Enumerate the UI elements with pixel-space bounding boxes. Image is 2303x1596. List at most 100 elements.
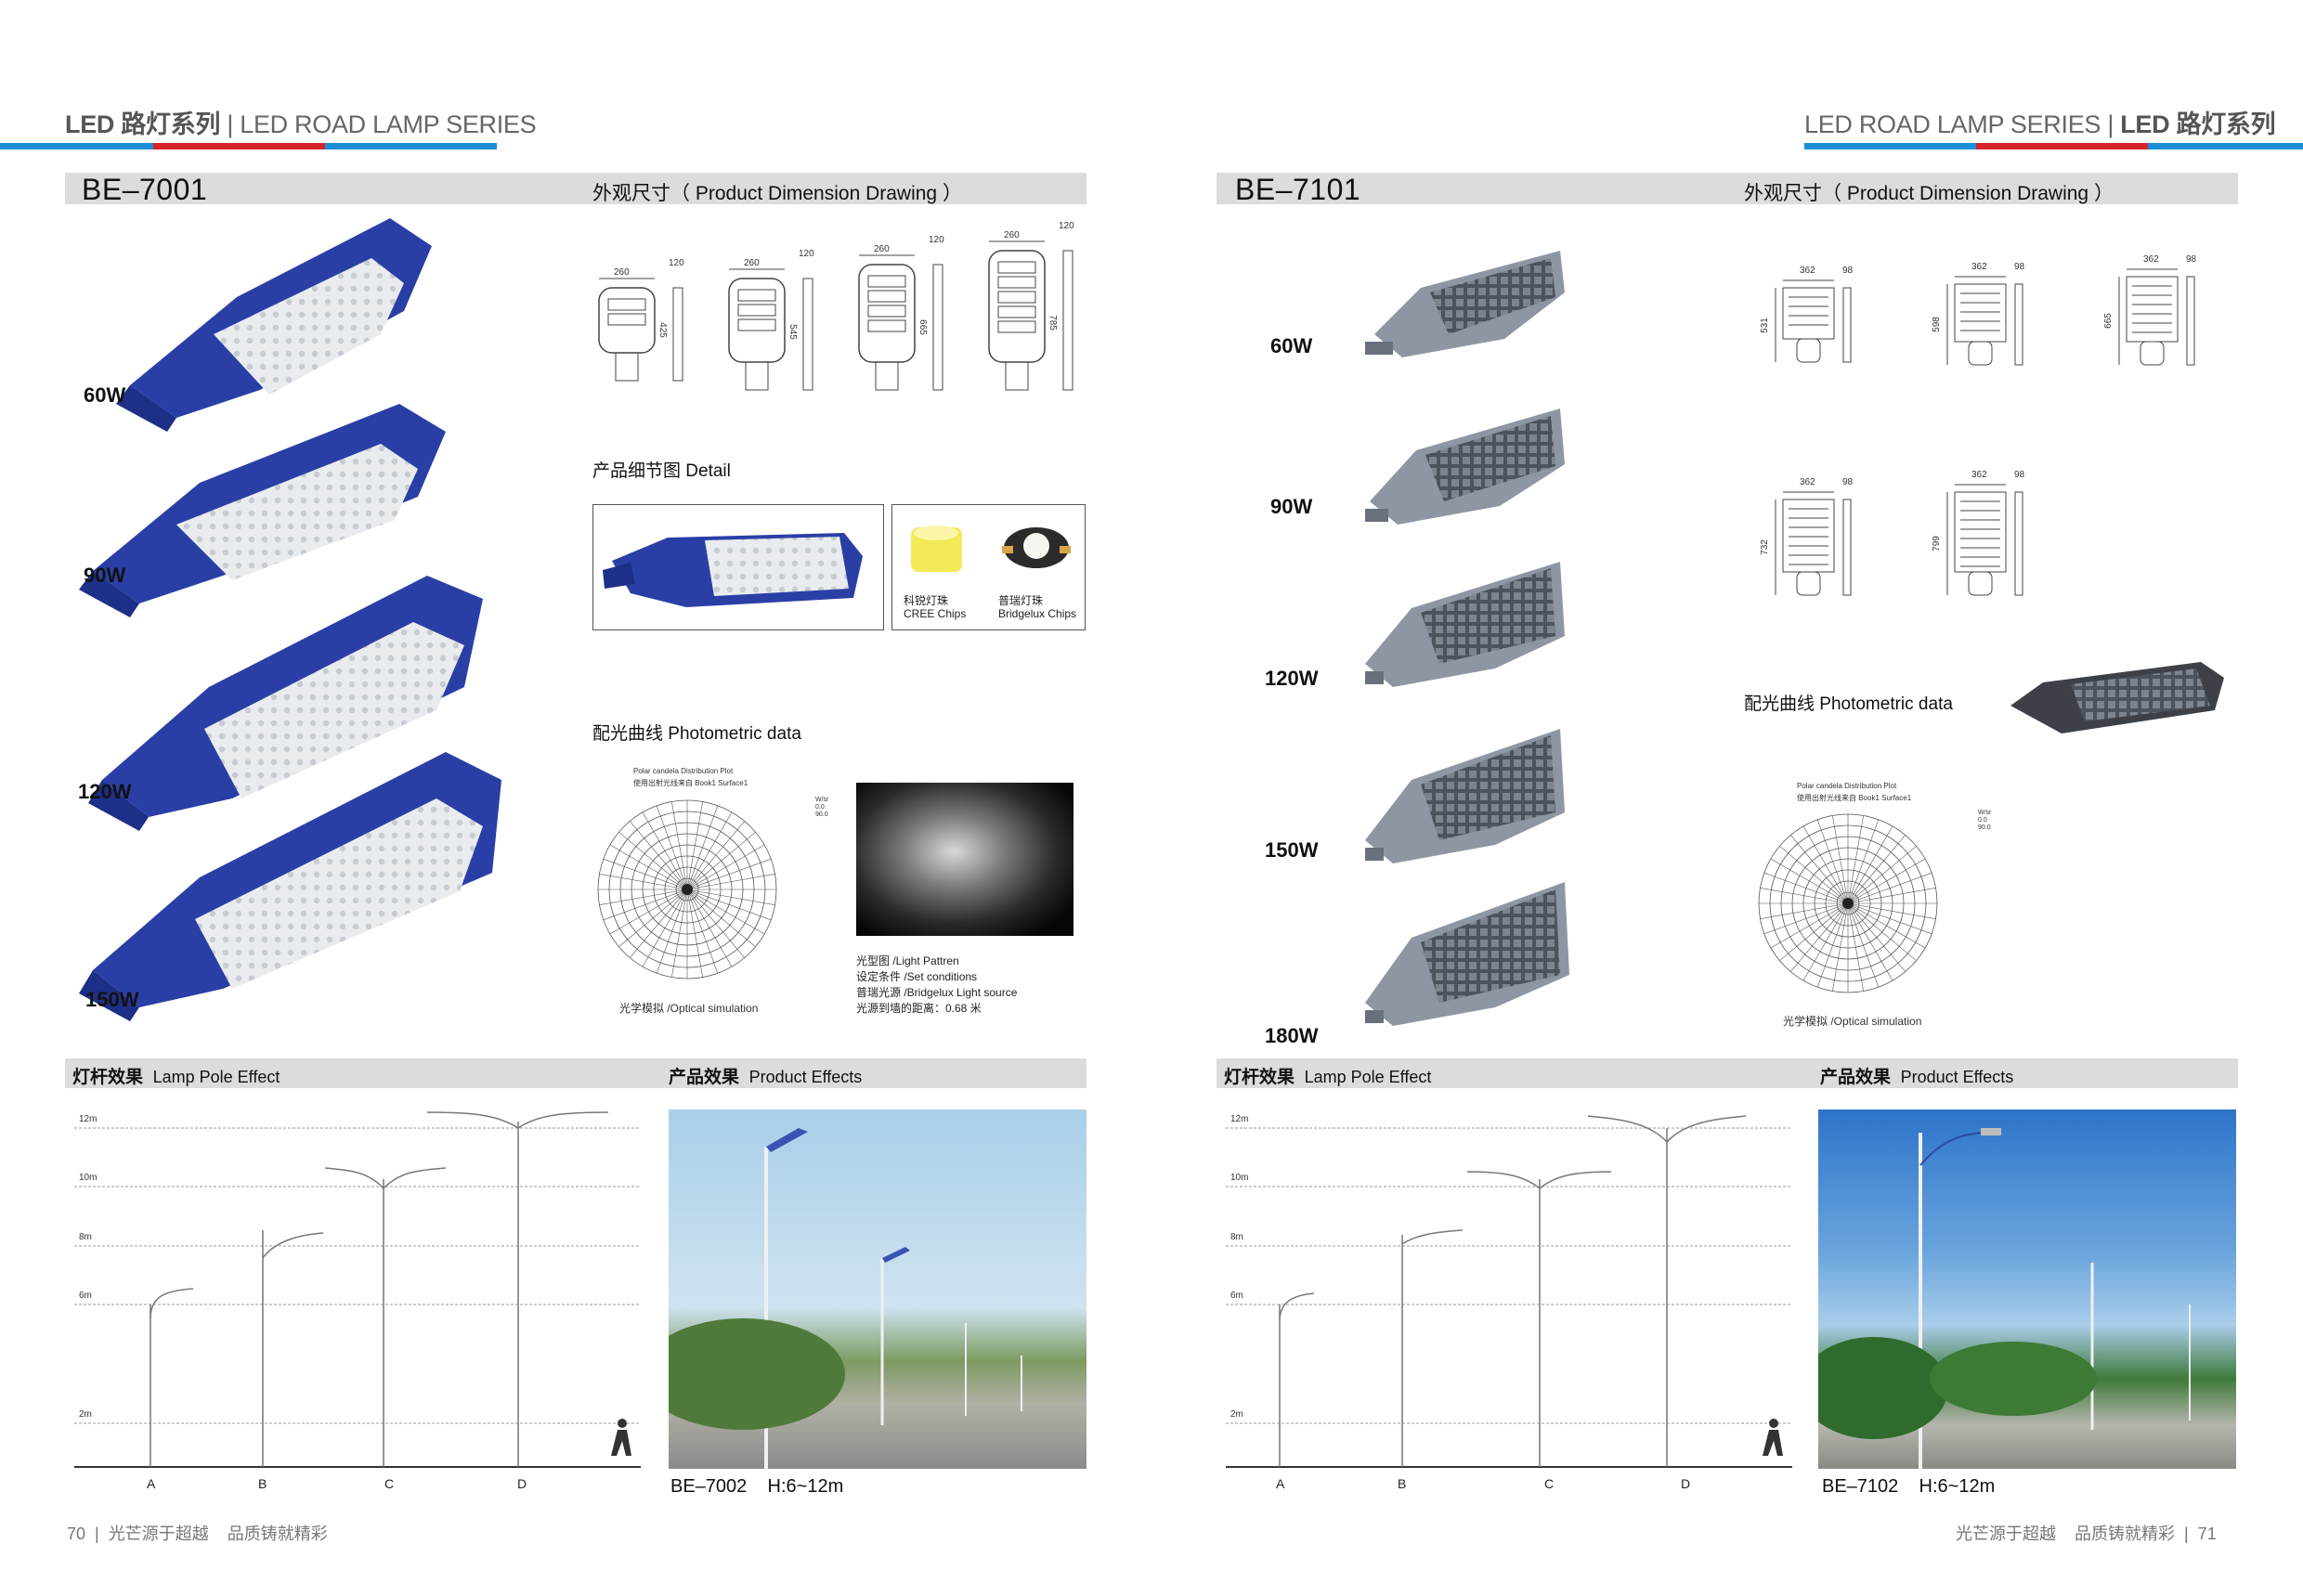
right-header-stripe-blue [1804,143,1976,149]
lamp-60w-image [116,218,432,432]
left-pole-title-en: Lamp Pole Effect [152,1068,280,1086]
left-effect-title-en: Product Effects [748,1068,863,1086]
right-header-en: LED ROAD LAMP SERIES [1804,110,2101,138]
right-dim-4-w: 362 [1800,477,1815,487]
left-detail-image-box [592,504,884,630]
left-photometric-title: 配光曲线 Photometric data [592,724,801,744]
right-effect-title-cn: 产品效果 [1820,1068,1892,1087]
right-dimension-title: 外观尺寸（ Product Dimension Drawing ） [1744,183,2114,204]
left-light-note-2: 设定条件 /Set conditions [856,970,978,983]
left-pole-label-a: A [147,1476,156,1491]
right-dim-5-h: 799 [1931,536,1942,551]
left-pole-chart-lines [74,1111,641,1468]
left-light-note-4: 光源到墙的距离：0.68 米 [856,1002,982,1015]
left-dim-1-w: 260 [614,267,630,278]
right-dim-drawing-4: 362 98 732 [1755,477,1867,616]
left-dim-3-d: 120 [929,235,944,245]
left-watt-60: 60W [84,383,126,407]
right-polar-title-2: 使用出射光线来自 Book1 Surface1 [1797,794,1912,802]
left-header-stripe-red [153,143,325,149]
left-pole-title: 灯杆效果 Lamp Pole Effect [72,1063,280,1088]
pedestrian-icon-left [611,1419,631,1456]
left-dim-4-w: 260 [1004,230,1020,240]
right-watt-120: 120W [1265,667,1319,690]
left-header-en: LED ROAD LAMP SERIES [240,110,537,138]
left-watt-150: 150W [85,988,139,1011]
right-dim-3-d: 98 [2186,254,2197,265]
left-dim-2-h: 545 [787,324,798,340]
cree-chip-en: CREE Chips [904,607,967,620]
left-dimension-title: 外观尺寸（ Product Dimension Drawing ） [592,183,962,204]
right-height-10m: 10m [1230,1173,1249,1183]
lamp-120w-gray-image [1365,562,1565,687]
right-watt-60: 60W [1270,334,1313,357]
left-dim-drawing-3: 260 120 665 [850,235,970,404]
lamp-150w-image [79,752,501,1021]
right-dim-1-w: 362 [1800,266,1815,276]
left-polar-legend-0: W/sr [815,797,829,803]
left-header-stripe-blue2 [325,143,497,149]
right-pole-title-cn: 灯杆效果 [1224,1068,1295,1087]
left-watt-90: 90W [84,564,126,587]
left-dim-3-w: 260 [874,244,890,254]
left-dim-4-d: 120 [1059,221,1074,231]
left-light-note-3: 普瑞光源 /Bridgelux Light source [856,986,1018,999]
right-header-sep: | [2107,110,2114,138]
right-watt-180: 180W [1265,1024,1319,1047]
right-dim-4-h: 732 [1759,539,1770,555]
right-header-title: LED ROAD LAMP SERIES | LED 路灯系列 [1804,104,2276,140]
left-height-8m: 8m [79,1232,92,1242]
right-polar-legend-1: 0.0 [1978,817,1987,824]
right-header-stripe-red [1976,143,2148,149]
left-dim-4-h: 785 [1047,315,1058,331]
right-dim-drawing-2: 362 98 598 [1927,262,2038,386]
left-height-6m: 6m [79,1291,92,1301]
right-dimension-drawings: 362 98 531 362 98 598 362 98 665 362 98 … [1755,254,2294,620]
right-dim-2-d: 98 [2014,262,2025,272]
lamp-90w-image [79,404,446,617]
left-model-bar [65,173,1086,204]
left-header-title: LED 路灯系列 | LED ROAD LAMP SERIES [65,104,537,140]
bridgelux-chip-cn: 普瑞灯珠 [998,594,1044,607]
left-polar-legend-2: 90.0 [815,811,828,818]
right-dim-2-w: 362 [1971,262,1987,272]
left-dimension-drawings: 260 120 425 260 120 545 260 120 665 260 … [590,221,1091,399]
right-watt-90: 90W [1270,495,1313,518]
left-header-stripe-blue [0,143,153,149]
right-height-6m: 6m [1230,1291,1243,1301]
cree-chip-cn: 科锐灯珠 [904,594,949,607]
lamp-150w-gray-image [1365,729,1565,863]
right-model-name: BE–7101 [1235,173,1361,206]
right-polar-plot [1758,813,1938,993]
pedestrian-icon-right [1763,1419,1783,1456]
left-pole-label-d: D [517,1476,527,1491]
left-optical-caption: 光学模拟 /Optical simulation [619,1002,759,1015]
left-height-2m: 2m [79,1409,92,1420]
left-dim-drawing-2: 260 120 545 [720,249,840,404]
lamp-180w-gray-image [1365,882,1569,1026]
left-model-name: BE–7001 [82,173,208,206]
left-dim-1-d: 120 [669,258,684,268]
right-polar-legend-2: 90.0 [1978,824,1991,831]
left-polar-legend-1: 0.0 [815,804,825,811]
left-light-pattern-image [856,783,1073,936]
right-polar-legend-0: W/sr [1978,810,1992,816]
left-effect-caption: BE–7002 H:6~12m [670,1476,844,1497]
left-effect-bar [65,1058,1086,1088]
right-model-bar [1217,173,2238,204]
right-pole-title: 灯杆效果 Lamp Pole Effect [1224,1063,1431,1088]
left-watt-120: 120W [78,780,132,803]
left-pole-label-b: B [258,1476,267,1491]
right-watt-150: 150W [1265,838,1319,862]
lamp-120w-image [88,576,483,831]
lamp-60w-gray-image [1365,251,1565,357]
right-lamp-images [1365,251,1569,1026]
left-height-12m: 12m [79,1114,98,1124]
right-dim-drawing-1: 362 98 531 [1755,266,1867,385]
left-header-cn: LED 路灯系列 [65,110,221,138]
left-polar-title-1: Polar candela Distribution Plot [633,767,734,775]
lamp-90w-gray-image [1365,409,1565,525]
bridgelux-chip-en: Bridgelux Chips [998,607,1077,620]
right-polar-title-1: Polar candela Distribution Plot [1797,782,1897,790]
left-polar-plot [597,799,777,980]
